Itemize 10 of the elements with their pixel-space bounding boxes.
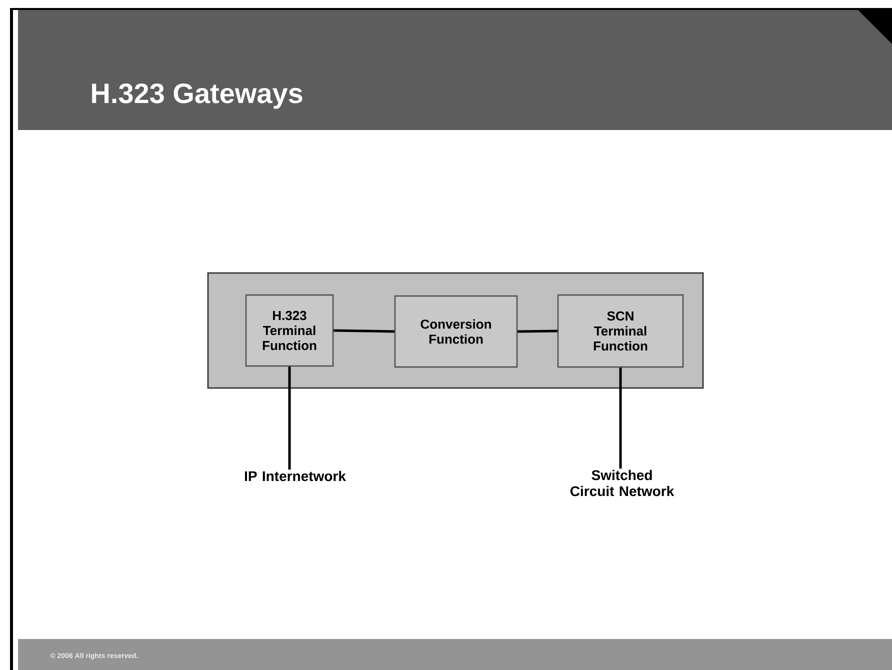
- function-box: Conversion Function: [394, 295, 518, 368]
- network-label: IP Internetwork: [245, 470, 346, 482]
- connector-line: [518, 330, 558, 333]
- slide-title: H.323 Gateways: [92, 83, 302, 109]
- function-box: SCN Terminal Function: [557, 294, 684, 368]
- function-box: H.323 Terminal Function: [245, 294, 334, 367]
- connector-line: [288, 366, 291, 470]
- connector-line: [334, 329, 394, 333]
- connector-line: [619, 368, 622, 469]
- network-label: Switched Circuit Network: [570, 470, 674, 496]
